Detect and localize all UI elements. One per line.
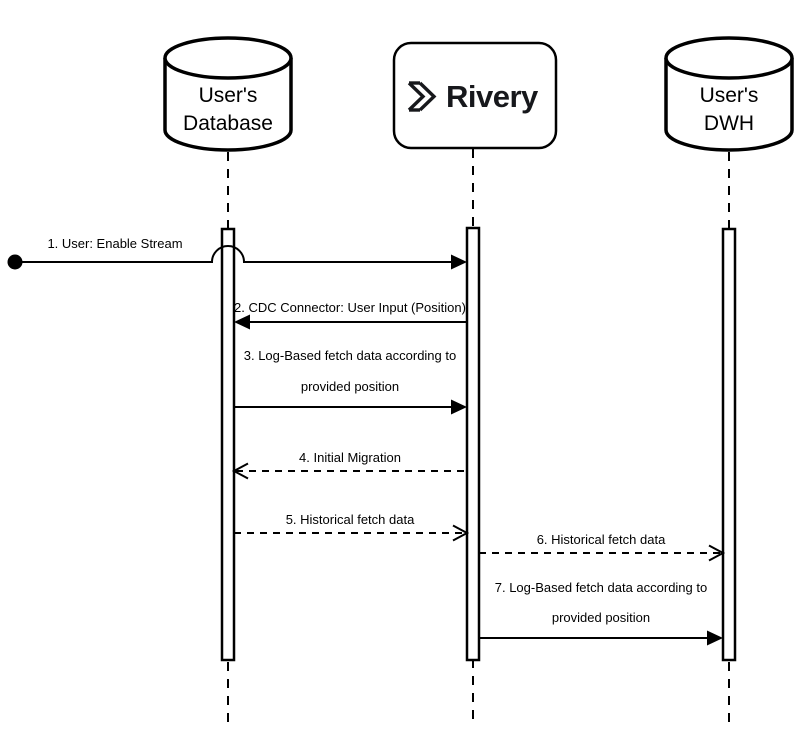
message-1-user-enable-stream: 1. User: Enable Stream bbox=[7, 236, 467, 270]
activation-bar-users-dwh bbox=[721, 227, 737, 662]
message-4-initial-migration: 4. Initial Migration bbox=[231, 450, 467, 480]
actor-rivery-label: Rivery bbox=[446, 79, 539, 114]
message-3-label-line2: provided position bbox=[301, 379, 399, 394]
message-1-label: 1. User: Enable Stream bbox=[47, 236, 182, 251]
message-3-label-line1: 3. Log-Based fetch data according to bbox=[244, 348, 456, 363]
activation-bar-users-database bbox=[220, 227, 236, 662]
message-5-label: 5. Historical fetch data bbox=[286, 512, 415, 527]
message-1-line bbox=[15, 245, 452, 263]
message-5-arrowhead-icon bbox=[452, 524, 470, 542]
message-6-historical-fetch-data: 6. Historical fetch data bbox=[479, 532, 726, 562]
message-7-arrowhead-icon bbox=[707, 630, 723, 646]
message-5-historical-fetch-data: 5. Historical fetch data bbox=[234, 512, 470, 542]
message-1-arrowhead-icon bbox=[451, 254, 467, 270]
actor-users-database-label-line2: Database bbox=[183, 112, 273, 135]
dwh-cylinder-body bbox=[664, 58, 794, 152]
activation-bar-rivery bbox=[465, 226, 481, 662]
actor-users-dwh: User's DWH bbox=[664, 36, 794, 152]
message-7-log-based-fetch: 7. Log-Based fetch data according to pro… bbox=[479, 580, 723, 646]
actor-users-database-label-line1: User's bbox=[199, 84, 258, 107]
message-3-arrowhead-icon bbox=[451, 399, 467, 415]
actor-rivery: Rivery bbox=[392, 41, 558, 150]
message-7-label-line1: 7. Log-Based fetch data according to bbox=[495, 580, 707, 595]
message-2-arrowhead-icon bbox=[234, 314, 250, 330]
message-4-label: 4. Initial Migration bbox=[299, 450, 401, 465]
message-6-label: 6. Historical fetch data bbox=[537, 532, 666, 547]
database-cylinder-top bbox=[163, 36, 293, 80]
dwh-cylinder-top bbox=[664, 36, 794, 80]
actor-users-dwh-label-line2: DWH bbox=[704, 112, 754, 135]
actor-users-database: User's Database bbox=[163, 36, 293, 152]
message-2-label: 2. CDC Connector: User Input (Position) bbox=[234, 300, 466, 315]
rivery-logo-icon bbox=[407, 81, 437, 112]
database-cylinder-body bbox=[163, 58, 293, 152]
rivery-box bbox=[392, 41, 558, 150]
message-2-cdc-connector-user-input: 2. CDC Connector: User Input (Position) bbox=[234, 300, 467, 330]
message-3-log-based-fetch: 3. Log-Based fetch data according to pro… bbox=[234, 348, 467, 415]
message-6-arrowhead-icon bbox=[708, 544, 726, 562]
message-7-label-line2: provided position bbox=[552, 610, 650, 625]
message-4-arrowhead-icon bbox=[231, 462, 249, 480]
actor-users-dwh-label-line1: User's bbox=[700, 84, 759, 107]
